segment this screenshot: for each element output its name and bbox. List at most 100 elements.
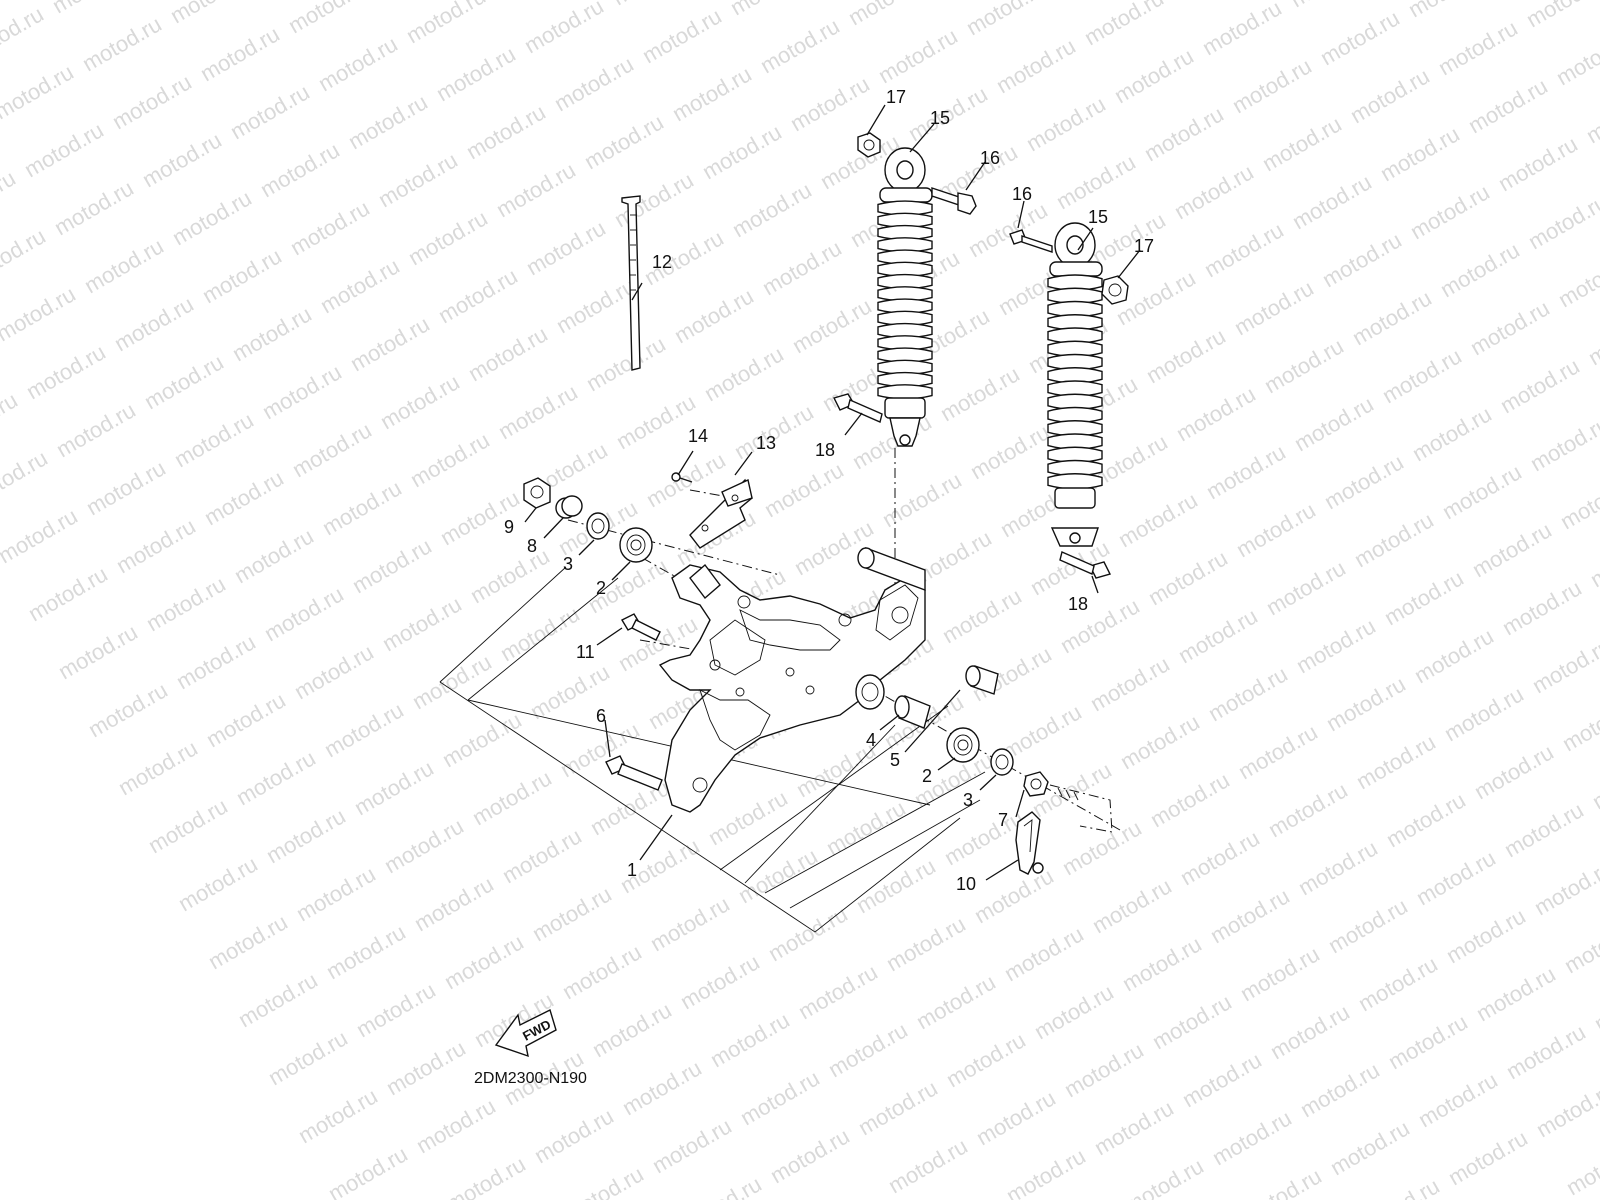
- watermark-text: motod.ru: [668, 61, 756, 126]
- watermark-text: motod.ru: [1292, 613, 1380, 678]
- watermark-text: motod.ru: [1526, 411, 1600, 476]
- watermark-text: motod.ru: [646, 891, 734, 956]
- watermark-text: motod.ru: [144, 793, 232, 858]
- collar-5: [965, 665, 999, 695]
- watermark-text: motod.ru: [0, 445, 52, 510]
- watermark-text: motod.ru: [938, 583, 1026, 648]
- callout-16: 16: [1012, 184, 1032, 204]
- watermark-text: motod.ru: [1584, 305, 1600, 370]
- watermark-text: motod.ru: [704, 785, 792, 850]
- watermark-text: motod.ru: [1208, 1105, 1296, 1170]
- threaded-end: [1049, 784, 1113, 833]
- right-pivot-parts: [894, 665, 1113, 875]
- watermark-text: motod.ru: [174, 851, 262, 916]
- watermark-text: motod.ru: [1002, 1143, 1090, 1200]
- watermark-text: motod.ru: [346, 311, 434, 376]
- watermark-text: motod.ru: [318, 475, 406, 540]
- watermark-text: motod.ru: [1354, 951, 1442, 1016]
- cable-tie-part: [621, 195, 641, 371]
- watermark-text: motod.ru: [1318, 227, 1406, 292]
- watermark-text: motod.ru: [1286, 0, 1374, 12]
- watermark-text: motod.ru: [432, 41, 520, 106]
- watermark-text: motod.ru: [1556, 469, 1600, 534]
- watermark-text: motod.ru: [730, 399, 818, 464]
- watermark-text: motod.ru: [1114, 487, 1202, 552]
- watermark-text: motod.ru: [292, 861, 380, 926]
- watermark-text: motod.ru: [550, 51, 638, 116]
- watermark-text: motod.ru: [382, 1035, 470, 1100]
- bracket-13: [689, 478, 753, 549]
- callout-13: 13: [756, 433, 776, 453]
- watermark-text: motod.ru: [824, 1017, 912, 1082]
- watermark-text: motod.ru: [552, 273, 640, 338]
- watermark-text: motod.ru: [822, 795, 910, 860]
- watermark-text: motod.ru: [1170, 159, 1258, 224]
- callout-2: 2: [596, 578, 606, 598]
- watermark-text: motod.ru: [1288, 169, 1376, 234]
- watermark-text: motod.ru: [1120, 1153, 1208, 1200]
- watermark-text: motod.ru: [408, 649, 496, 714]
- watermark-text: motod.ru: [882, 911, 970, 976]
- watermark-text: motod.ru: [1202, 439, 1290, 504]
- watermark-text: motod.ru: [1384, 1009, 1472, 1074]
- watermark-text: motod.ru: [1176, 825, 1264, 890]
- watermark-text: motod.ru: [1532, 1077, 1600, 1142]
- watermark-text: motod.ru: [200, 465, 288, 530]
- watermark-text: motod.ru: [1234, 719, 1322, 784]
- rear-shock-absorber-left: [877, 147, 933, 447]
- rear-arm-part: [658, 546, 926, 813]
- watermark-text: motod.ru: [1464, 73, 1552, 138]
- watermark-text: motod.ru: [258, 359, 346, 424]
- watermark-text: motod.ru: [412, 1093, 500, 1158]
- drawing-code: 2DM2300-N190: [474, 1070, 587, 1087]
- watermark-text: motod.ru: [376, 369, 464, 434]
- watermark-text: motod.ru: [1442, 903, 1530, 968]
- watermark-text: motod.ru: [48, 0, 136, 18]
- callout-8: 8: [527, 536, 537, 556]
- watermark-text: motod.ru: [1590, 971, 1600, 1036]
- watermark-text: motod.ru: [728, 177, 816, 242]
- callout-17: 17: [886, 87, 906, 107]
- watermark-text: motod.ru: [1146, 767, 1234, 832]
- watermark-text: motod.ru: [1232, 497, 1320, 562]
- bolt-16-left: [931, 187, 977, 215]
- callout-7: 7: [998, 810, 1008, 830]
- watermark-text: motod.ru: [1262, 555, 1350, 620]
- watermark-text: motod.ru: [1436, 237, 1524, 302]
- bolt-18-right: [1059, 551, 1112, 579]
- watermark-text: motod.ru: [854, 1075, 942, 1140]
- watermark-text: motod.ru: [1258, 111, 1346, 176]
- watermark-text: motod.ru: [260, 581, 348, 646]
- bolt-6: [605, 755, 663, 791]
- watermark-text: motod.ru: [232, 745, 320, 810]
- watermark-text: motod.ru: [1346, 63, 1434, 128]
- watermark-text: motod.ru: [350, 755, 438, 820]
- watermark-text: motod.ru: [1118, 931, 1206, 996]
- watermark-text: motod.ru: [874, 23, 962, 88]
- watermark-text: motod.ru: [1582, 83, 1600, 148]
- watermark-text: motod.ru: [992, 33, 1080, 98]
- watermark-text: motod.ru: [1348, 285, 1436, 350]
- watermark-text: motod.ru: [1058, 815, 1146, 880]
- watermark-text: motod.ru: [20, 117, 108, 182]
- watermark-text: motod.ru: [22, 339, 110, 404]
- rear-shock-absorber-right: [1047, 222, 1103, 547]
- callout-2: 2: [922, 766, 932, 786]
- watermark-text: motod.ru: [114, 735, 202, 800]
- shock-hardware: [857, 132, 1129, 305]
- watermark-text: motod.ru: [286, 195, 374, 260]
- spring-coil: [1047, 473, 1103, 490]
- watermark-text: motod.ru: [970, 863, 1058, 928]
- watermark-text: motod.ru: [1562, 1135, 1600, 1200]
- spring-coil: [877, 384, 933, 400]
- watermark-text: motod.ru: [734, 843, 822, 908]
- watermark-text: motod.ru: [786, 71, 874, 136]
- watermark-text: motod.ru: [1502, 1019, 1590, 1084]
- watermark-text: motod.ru: [140, 349, 228, 414]
- watermark-text: motod.ru: [558, 939, 646, 1004]
- callout-11: 11: [576, 642, 595, 662]
- watermark-text: motod.ru: [1290, 391, 1378, 456]
- watermark-text: motod.ru: [1528, 633, 1600, 698]
- watermark-text: motod.ru: [1554, 247, 1600, 312]
- watermark-text: motod.ru: [520, 0, 608, 58]
